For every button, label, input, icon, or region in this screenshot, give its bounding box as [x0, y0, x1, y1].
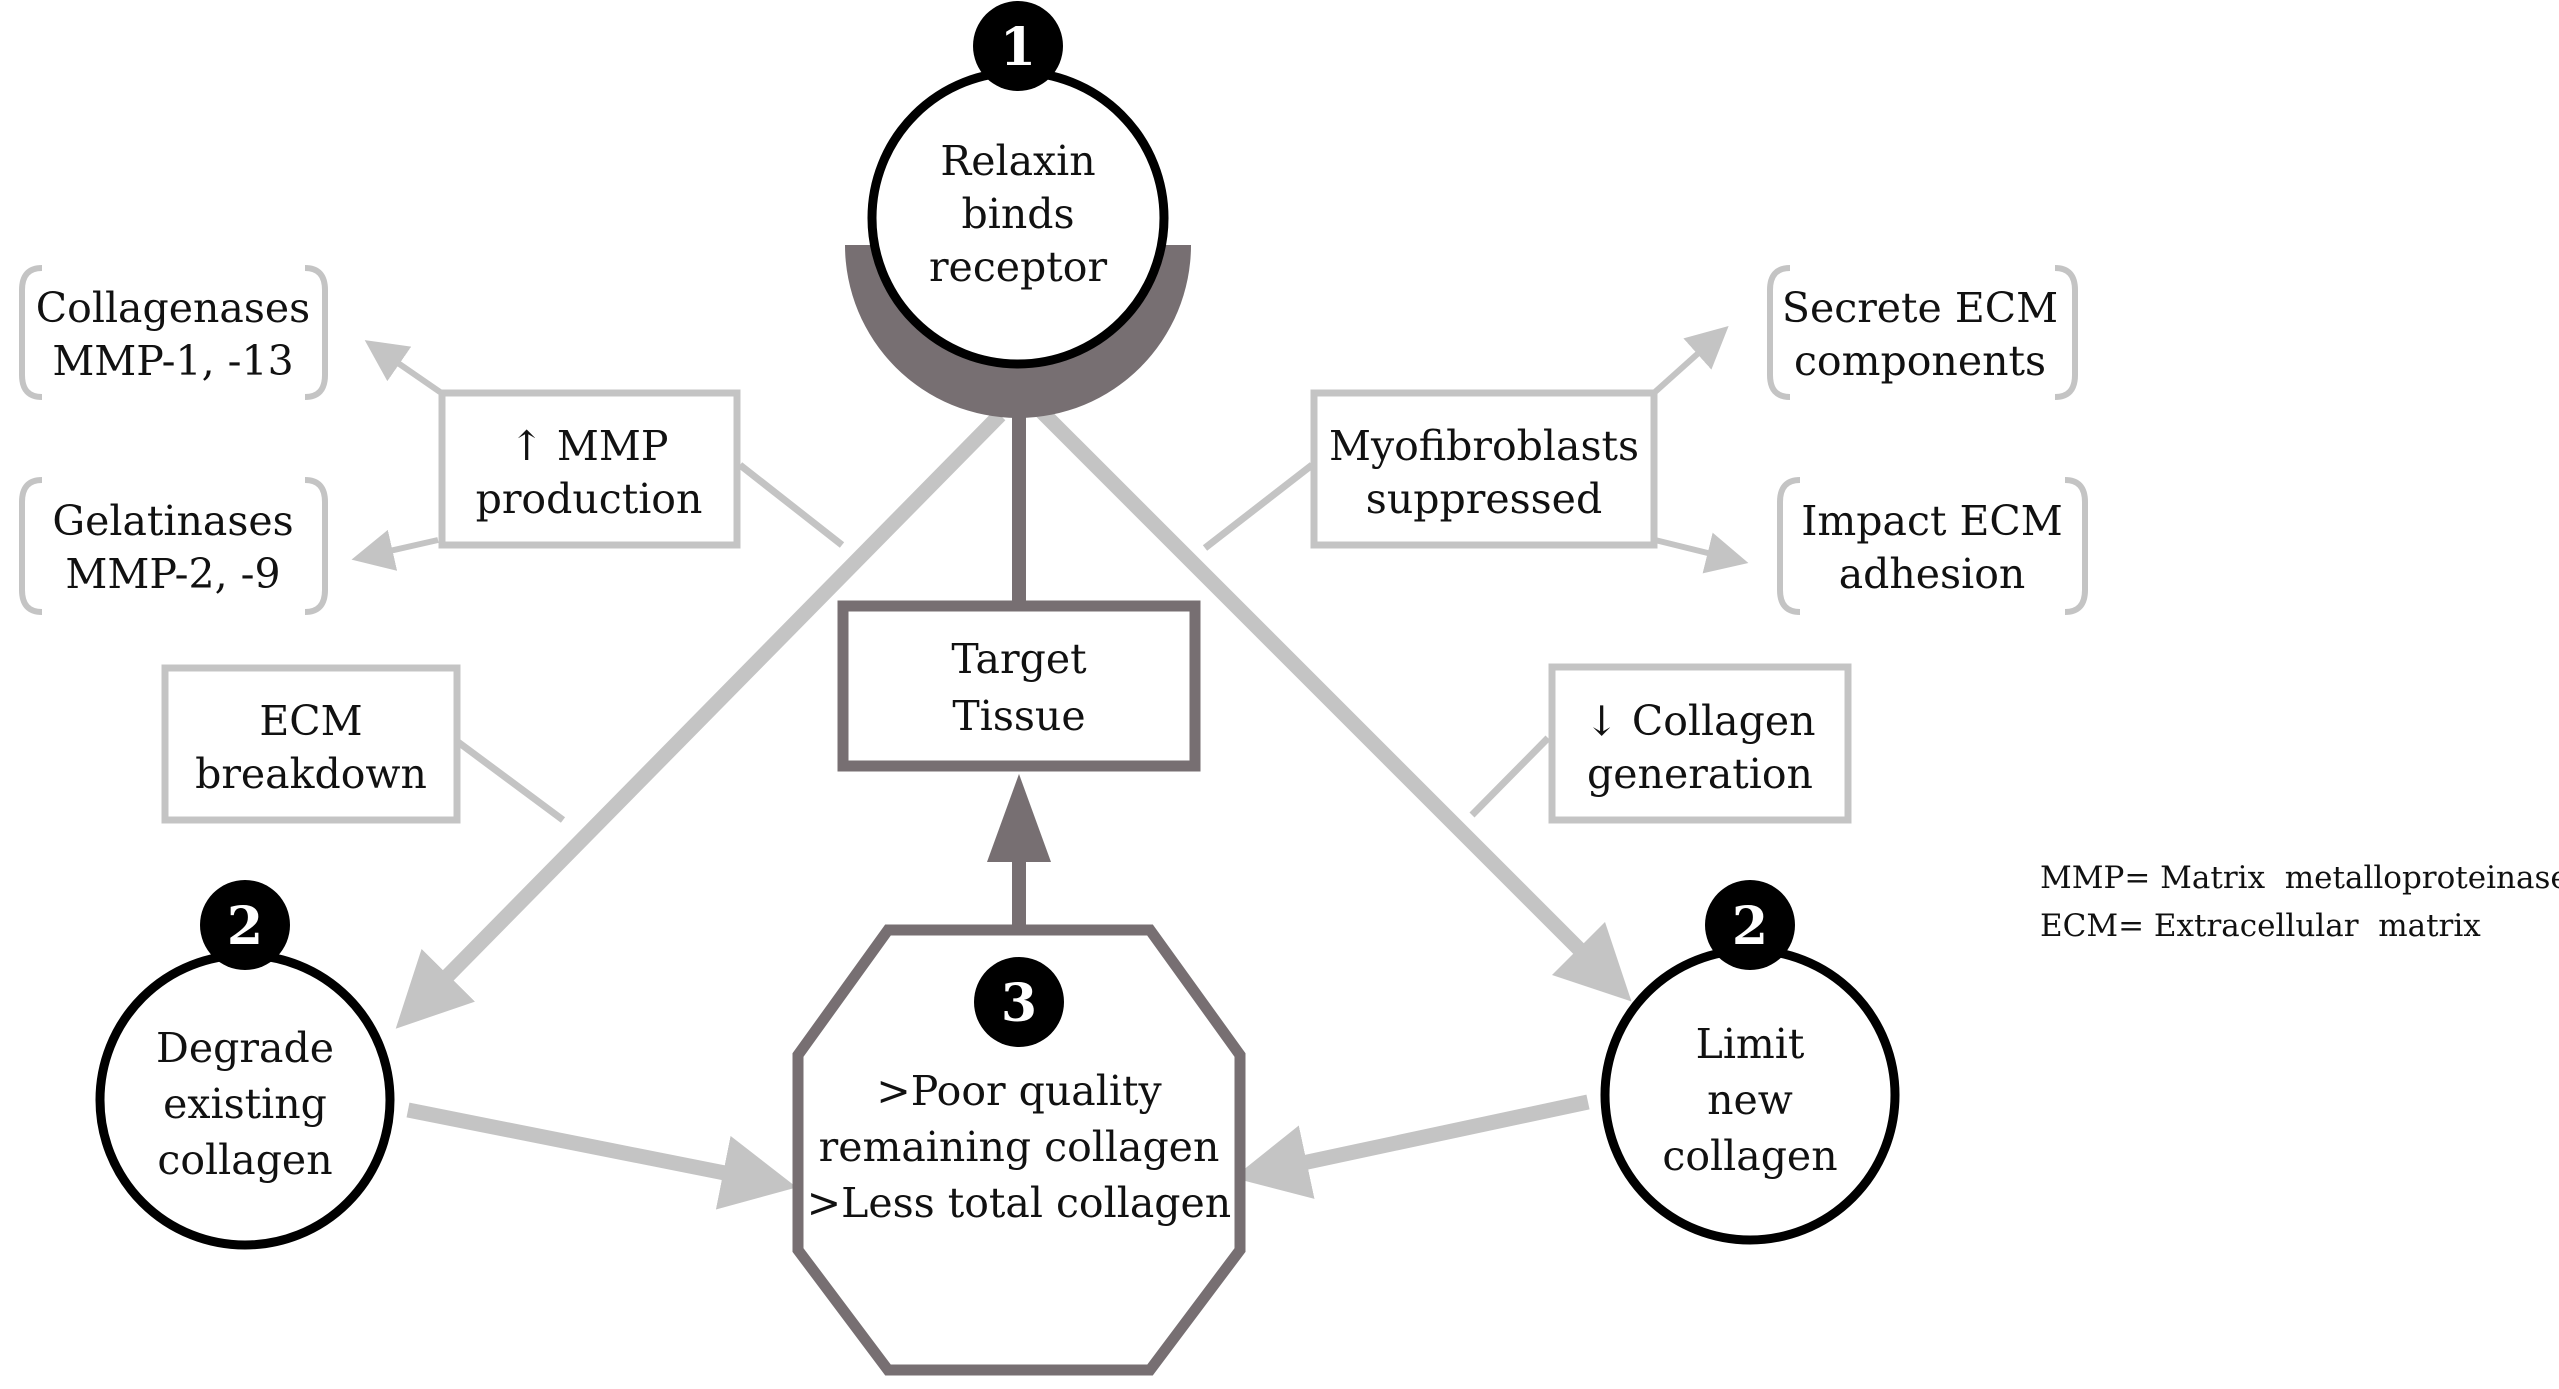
arrow-degrade-to-outcome — [406, 1102, 797, 1210]
collagen-generation-box — [1548, 663, 1852, 824]
relaxin-line-3: receptor — [929, 243, 1107, 291]
target-line-1: Target — [951, 635, 1087, 683]
gelatinases-bracket-left — [19, 477, 43, 615]
mmp-production-label: ↑ MMP production — [476, 422, 703, 523]
connector-myofibroblasts — [1202, 462, 1315, 551]
relaxin-line-1: Relaxin — [940, 137, 1095, 185]
arrow-outcome-to-target-head — [987, 774, 1051, 862]
relaxin-label: Relaxin binds receptor — [929, 137, 1107, 291]
outcome-line-2: remaining collagen — [819, 1123, 1220, 1171]
badge-3-label: 3 — [1001, 973, 1037, 1034]
secrete-ecm-bracket-left — [1767, 265, 1791, 400]
limit-line-1: Limit — [1696, 1020, 1805, 1068]
collagenases-bracket-left — [19, 265, 43, 400]
myo-line-1: Myofibroblasts — [1329, 422, 1639, 470]
mmp-line-2: production — [476, 475, 703, 523]
colla-line-2: MMP-1, -13 — [52, 337, 293, 385]
myo-line-2: suppressed — [1366, 475, 1602, 523]
imp-line-1: Impact ECM — [1801, 497, 2063, 545]
target-tissue-box — [837, 600, 1201, 772]
badge-2-right-label: 2 — [1732, 896, 1768, 957]
collagenases-bracket-right — [304, 265, 328, 400]
connector-mmp-production — [737, 462, 845, 548]
connector-collagen-generation — [1469, 735, 1551, 818]
outcome-line-1: >Poor quality — [876, 1067, 1162, 1115]
outcome-octagon — [792, 924, 1246, 1376]
colla-line-1: Collagenases — [36, 284, 310, 332]
secrete-ecm-label: Secrete ECM components — [1782, 284, 2058, 385]
legend-ecm: ECM= Extracellular matrix — [2040, 908, 2481, 944]
relaxin-line-2: binds — [961, 190, 1074, 238]
badge-2-left — [200, 880, 290, 970]
degrade-line-2: existing — [163, 1080, 327, 1128]
arrow-to-secrete-ecm — [1652, 325, 1729, 395]
degrade-label: Degrade existing collagen — [156, 1024, 334, 1184]
arrow-relaxin-to-degrade — [395, 409, 1006, 1029]
imp-line-2: adhesion — [1839, 550, 2026, 598]
degrade-line-1: Degrade — [156, 1024, 334, 1072]
arrow-to-impact-ecm — [1654, 532, 1749, 574]
impact-ecm-bracket-right — [2064, 477, 2088, 615]
cg-line-1: ↓ Collagen — [1584, 697, 1815, 745]
mmp-line-1: ↑ MMP — [510, 422, 669, 470]
secrete-ecm-bracket-right — [2054, 265, 2078, 400]
arrow-to-collagenases — [364, 340, 442, 395]
secr-line-1: Secrete ECM — [1782, 284, 2058, 332]
gela-line-1: Gelatinases — [52, 497, 293, 545]
gela-line-2: MMP-2, -9 — [65, 550, 280, 598]
badge-2-left-label: 2 — [227, 896, 263, 957]
limit-label: Limit new collagen — [1662, 1020, 1837, 1180]
gelatinases-bracket-right — [304, 477, 328, 615]
legend-mmp: MMP= Matrix metalloproteinase — [2040, 860, 2559, 896]
connector-ecm-breakdown — [455, 739, 566, 823]
impact-ecm-label: Impact ECM adhesion — [1801, 497, 2063, 598]
secr-line-2: components — [1794, 337, 2046, 385]
limit-line-2: new — [1707, 1076, 1793, 1124]
impact-ecm-bracket-left — [1777, 477, 1801, 615]
badge-1-label: 1 — [1000, 17, 1036, 78]
limit-line-3: collagen — [1662, 1132, 1837, 1180]
degrade-line-3: collagen — [157, 1136, 332, 1184]
ecm-breakdown-box — [161, 664, 461, 824]
outcome-line-3: >Less total collagen — [807, 1179, 1231, 1227]
arrow-limit-to-outcome — [1233, 1094, 1590, 1199]
collagen-generation-label: ↓ Collagen generation — [1584, 697, 1815, 798]
badge-2-right — [1705, 880, 1795, 970]
badge-3 — [974, 957, 1064, 1047]
connectors — [351, 325, 1749, 1210]
ecm-breakdown-label: ECM breakdown — [195, 697, 427, 798]
outcome-label: >Poor quality remaining collagen >Less tot… — [807, 1067, 1231, 1227]
target-line-2: Tissue — [952, 692, 1085, 740]
myofibroblasts-box — [1310, 389, 1658, 549]
arrow-relaxin-to-limit — [1029, 399, 1632, 1002]
mmp-production-box — [438, 389, 741, 549]
cg-line-2: generation — [1587, 750, 1813, 798]
myofibroblasts-label: Myofibroblasts suppressed — [1329, 422, 1639, 523]
badge-1 — [973, 1, 1063, 91]
ecmb-line-2: breakdown — [195, 750, 427, 798]
arrow-to-gelatinases — [351, 529, 439, 571]
ecmb-line-1: ECM — [259, 697, 362, 745]
